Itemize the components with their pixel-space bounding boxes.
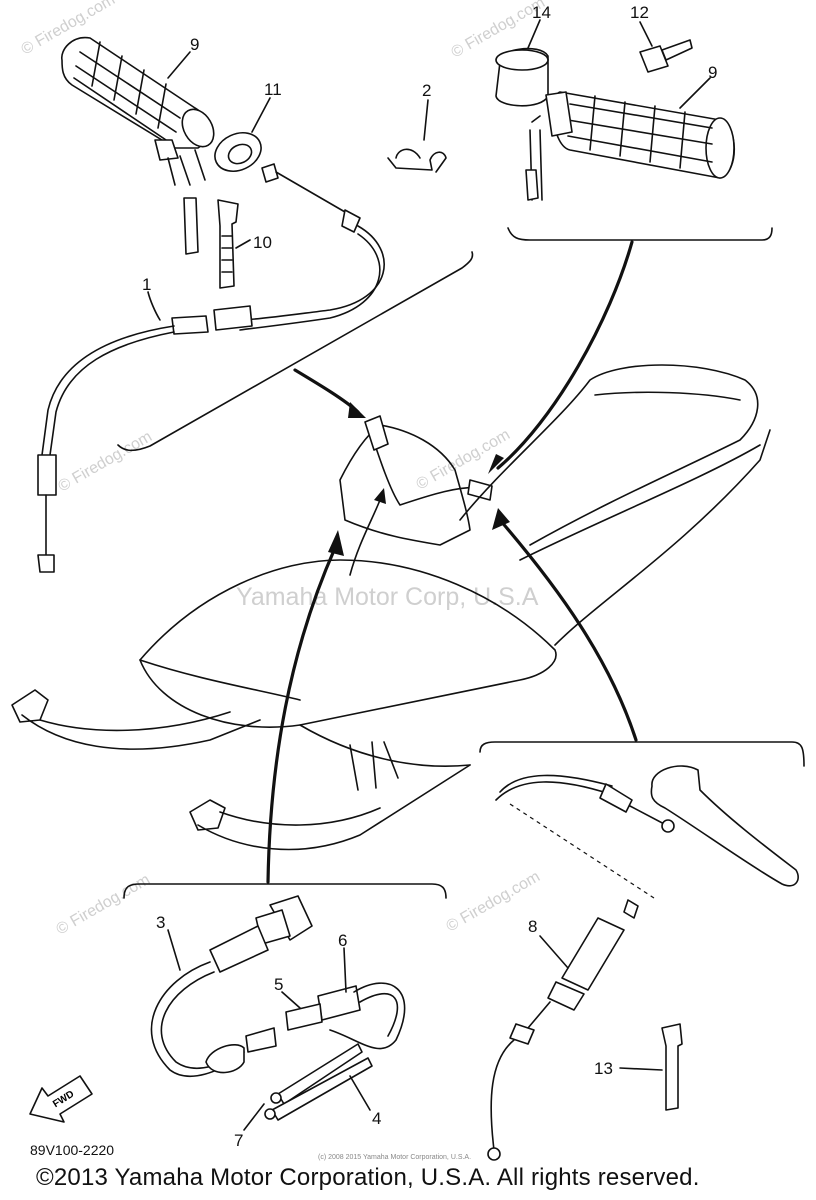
key-switch-part [150, 895, 313, 1078]
drawing-code: 89V100-2220 [30, 1142, 115, 1158]
callout-12: 12 [630, 3, 649, 22]
watermark-tile: © Firedog.com [56, 428, 156, 495]
fine-print: (c) 2008 2015 Yamaha Motor Corporation, … [318, 1154, 472, 1161]
callout-2: 2 [422, 81, 431, 100]
callout-7: 7 [234, 1131, 243, 1150]
callout-11: 11 [264, 80, 282, 99]
callout-10: 10 [253, 233, 272, 252]
throttle-cable-part [37, 163, 385, 573]
callout-14: 14 [532, 3, 551, 22]
tie-part [661, 1023, 683, 1111]
connector-part [245, 982, 406, 1053]
callout-5: 5 [274, 975, 283, 994]
callouts: 9 11 2 10 1 14 12 9 3 6 5 4 7 8 13 [142, 3, 717, 1150]
callout-8: 8 [528, 917, 537, 936]
clip-part [387, 148, 447, 173]
callout-4: 4 [372, 1109, 381, 1128]
grip-right-part [525, 91, 736, 201]
tie-strap-part [217, 199, 239, 289]
wire-parts [264, 1043, 373, 1121]
grip-left-part [61, 36, 215, 255]
group-brackets [117, 227, 805, 899]
watermark-tile: © Firedog.com [54, 871, 154, 938]
watermarks: Yamaha Motor Corp, U.S.A © Firedog.com ©… [19, 0, 549, 938]
brake-lever-part [487, 765, 799, 1161]
callout-9-left: 9 [190, 35, 199, 54]
callout-3: 3 [156, 913, 165, 932]
callout-leaders [147, 19, 711, 1131]
snowmobile-illustration [11, 364, 771, 851]
fwd-arrow-icon: FWD [29, 1075, 93, 1123]
callout-1: 1 [142, 275, 151, 294]
copyright-notice: ©2013 Yamaha Motor Corporation, U.S.A. A… [36, 1164, 700, 1191]
screw-part [639, 39, 693, 73]
ring-part [214, 131, 262, 173]
cap-part [495, 47, 549, 107]
callout-9-right: 9 [708, 63, 717, 82]
callout-6: 6 [338, 931, 347, 950]
callout-13: 13 [594, 1059, 613, 1078]
watermark-center: Yamaha Motor Corp, U.S.A [236, 583, 539, 611]
